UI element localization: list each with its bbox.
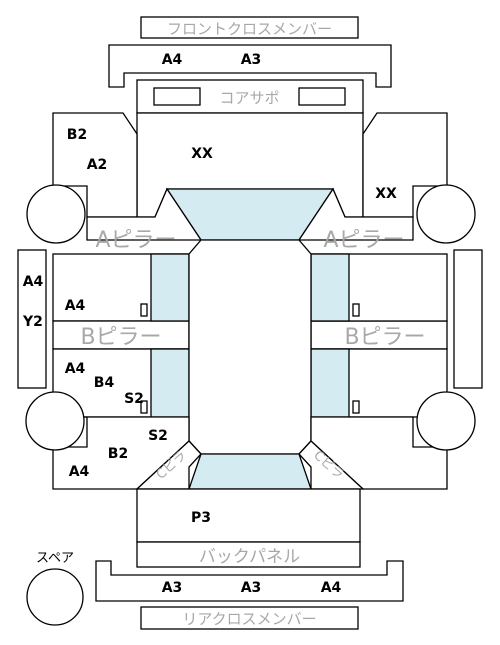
- left-rocker-panel[interactable]: A4 Y2: [17, 249, 47, 389]
- left-rear-door-code-s2: S2: [124, 391, 144, 407]
- left-rear-quarter-code-b2: B2: [108, 446, 128, 462]
- rear-bumper-code-a3-2: A3: [241, 580, 262, 596]
- b-pillar-left-label: Bピラー: [80, 325, 161, 350]
- front-cross-member-label: フロントクロスメンバー: [167, 20, 332, 38]
- rear-window[interactable]: [188, 453, 312, 490]
- left-rear-door-code-b4: B4: [94, 375, 115, 391]
- back-panel-label: バックパネル: [199, 547, 300, 567]
- b-pillar-left[interactable]: Bピラー: [52, 320, 190, 350]
- trunk-code-p3: P3: [191, 510, 211, 526]
- b-pillar-right[interactable]: Bピラー: [310, 320, 448, 350]
- a-pillar-right-label: Aピラー: [323, 228, 404, 253]
- left-rear-window[interactable]: [150, 348, 190, 418]
- right-front-door-handle: [352, 303, 360, 317]
- left-rear-door-handle: [140, 400, 148, 414]
- rear-left-wheel[interactable]: [25, 391, 85, 451]
- front-bumper-code-a3: A3: [241, 52, 262, 68]
- left-rocker-code-a4: A4: [23, 274, 44, 290]
- left-front-fender-code-a2: A2: [87, 157, 108, 173]
- right-front-fender-code-xx: XX: [375, 186, 397, 202]
- spare-wheel[interactable]: [26, 568, 84, 626]
- core-support[interactable]: コアサポ: [136, 79, 364, 114]
- core-support-left-box: [153, 87, 201, 106]
- spare-tire[interactable]: スペア: [26, 551, 84, 626]
- rear-bumper-code-a4: A4: [321, 580, 342, 596]
- a-pillar-left-label: Aピラー: [95, 228, 176, 253]
- rear-cross-member-label: リアクロスメンバー: [182, 610, 316, 628]
- left-front-door-handle: [140, 303, 148, 317]
- rear-right-wheel[interactable]: [416, 391, 476, 451]
- left-front-window[interactable]: [150, 253, 190, 322]
- trunk[interactable]: P3: [136, 488, 361, 543]
- roof[interactable]: [188, 239, 312, 455]
- right-front-fender[interactable]: XX: [362, 112, 448, 218]
- rear-bumper[interactable]: A3 A3 A4: [95, 560, 404, 602]
- front-bumper[interactable]: A4 A3: [108, 44, 392, 88]
- b-pillar-right-label: Bピラー: [344, 325, 425, 350]
- left-rear-door-code-a4: A4: [65, 361, 86, 377]
- left-rear-quarter-code-a4: A4: [69, 464, 90, 480]
- left-front-door-code-a4: A4: [65, 298, 86, 314]
- spare-label: スペア: [36, 551, 74, 566]
- a-pillar-left[interactable]: Aピラー: [86, 187, 203, 253]
- core-support-right-box: [298, 87, 346, 106]
- front-left-wheel[interactable]: [26, 184, 86, 244]
- hood-code-xx: XX: [191, 146, 213, 162]
- rear-cross-member[interactable]: リアクロスメンバー: [140, 606, 359, 630]
- right-rear-door-handle: [352, 400, 360, 414]
- right-rear-window[interactable]: [310, 348, 350, 418]
- core-support-label: コアサポ: [219, 89, 279, 107]
- rear-bumper-code-a3-1: A3: [162, 580, 183, 596]
- back-panel[interactable]: バックパネル: [136, 541, 361, 568]
- right-front-window[interactable]: [310, 253, 350, 322]
- left-rear-quarter-panel[interactable]: S2 B2 A4: [52, 416, 190, 490]
- left-rocker-code-y2: Y2: [22, 314, 43, 330]
- left-rear-quarter-code-s2: S2: [148, 428, 168, 444]
- a-pillar-right[interactable]: Aピラー: [297, 187, 414, 253]
- right-rocker-panel[interactable]: [453, 249, 483, 389]
- front-cross-member[interactable]: フロントクロスメンバー: [140, 16, 359, 39]
- front-bumper-code-a4: A4: [162, 52, 183, 68]
- front-right-wheel[interactable]: [416, 184, 476, 244]
- left-front-fender-code-b2: B2: [67, 127, 87, 143]
